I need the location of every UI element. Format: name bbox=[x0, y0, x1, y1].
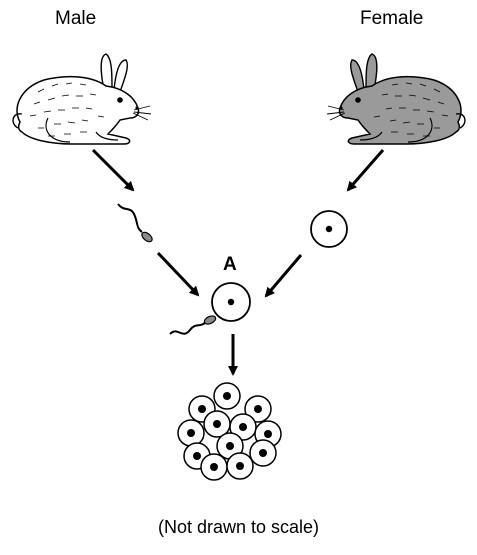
male-label: Male bbox=[55, 8, 97, 29]
scale-caption: (Not drawn to scale) bbox=[157, 517, 320, 537]
female-label: Female bbox=[360, 8, 424, 29]
male-rabbit bbox=[12, 53, 152, 145]
egg-cell bbox=[310, 210, 348, 248]
female-rabbit bbox=[326, 53, 466, 145]
sperm-cell bbox=[117, 203, 153, 243]
fertilized-egg bbox=[169, 282, 251, 335]
arrow-sperm-to-zygote bbox=[156, 251, 200, 297]
arrow-male-to-sperm bbox=[91, 148, 135, 192]
embryo-cell-cluster bbox=[177, 382, 282, 481]
point-a-label: A bbox=[223, 254, 237, 275]
arrow-egg-to-zygote bbox=[264, 254, 303, 298]
arrow-female-to-egg bbox=[346, 149, 385, 192]
